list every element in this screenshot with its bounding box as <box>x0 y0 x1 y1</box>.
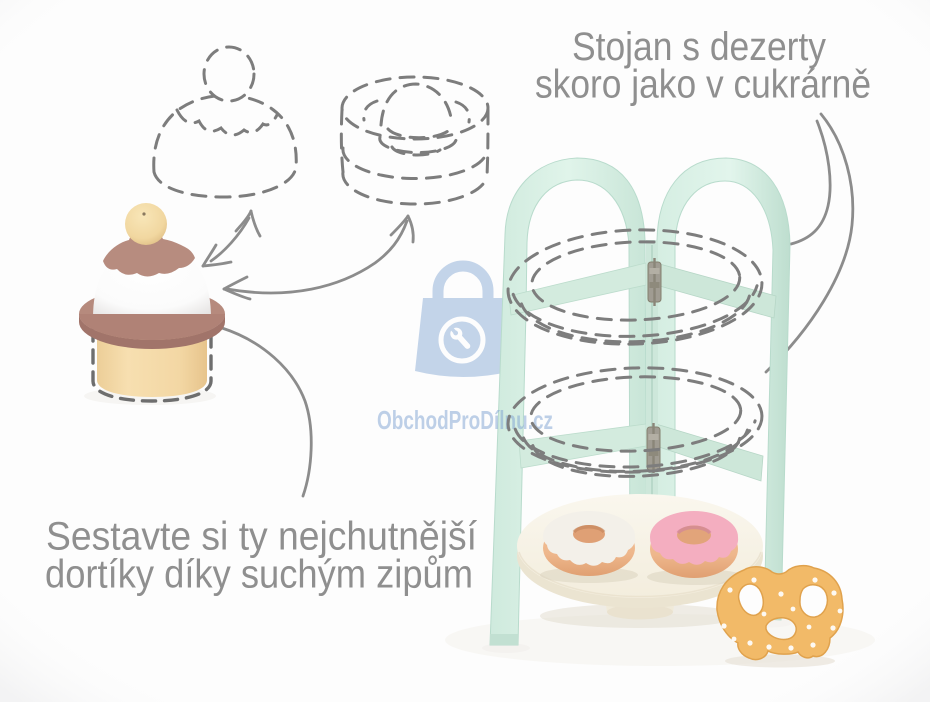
caption-bottom: Sestavte si ty nejchutnější dortíky díky… <box>45 515 477 597</box>
donut-white-icing <box>540 511 638 583</box>
stand-hinge-top <box>647 258 662 306</box>
caption-top: Stojan s dezerty skoro jako v cukrárně <box>535 25 871 107</box>
caption-bottom-line2: dortíky díky suchým zipům <box>45 553 473 597</box>
caption-top-line2: skoro jako v cukrárně <box>535 63 871 107</box>
cupcake-ball-dot <box>142 212 146 216</box>
watermark-text: ObchodProDílnu.cz <box>377 405 553 435</box>
cupcake-cherry-ball <box>125 203 167 245</box>
stand-foot <box>490 634 518 645</box>
